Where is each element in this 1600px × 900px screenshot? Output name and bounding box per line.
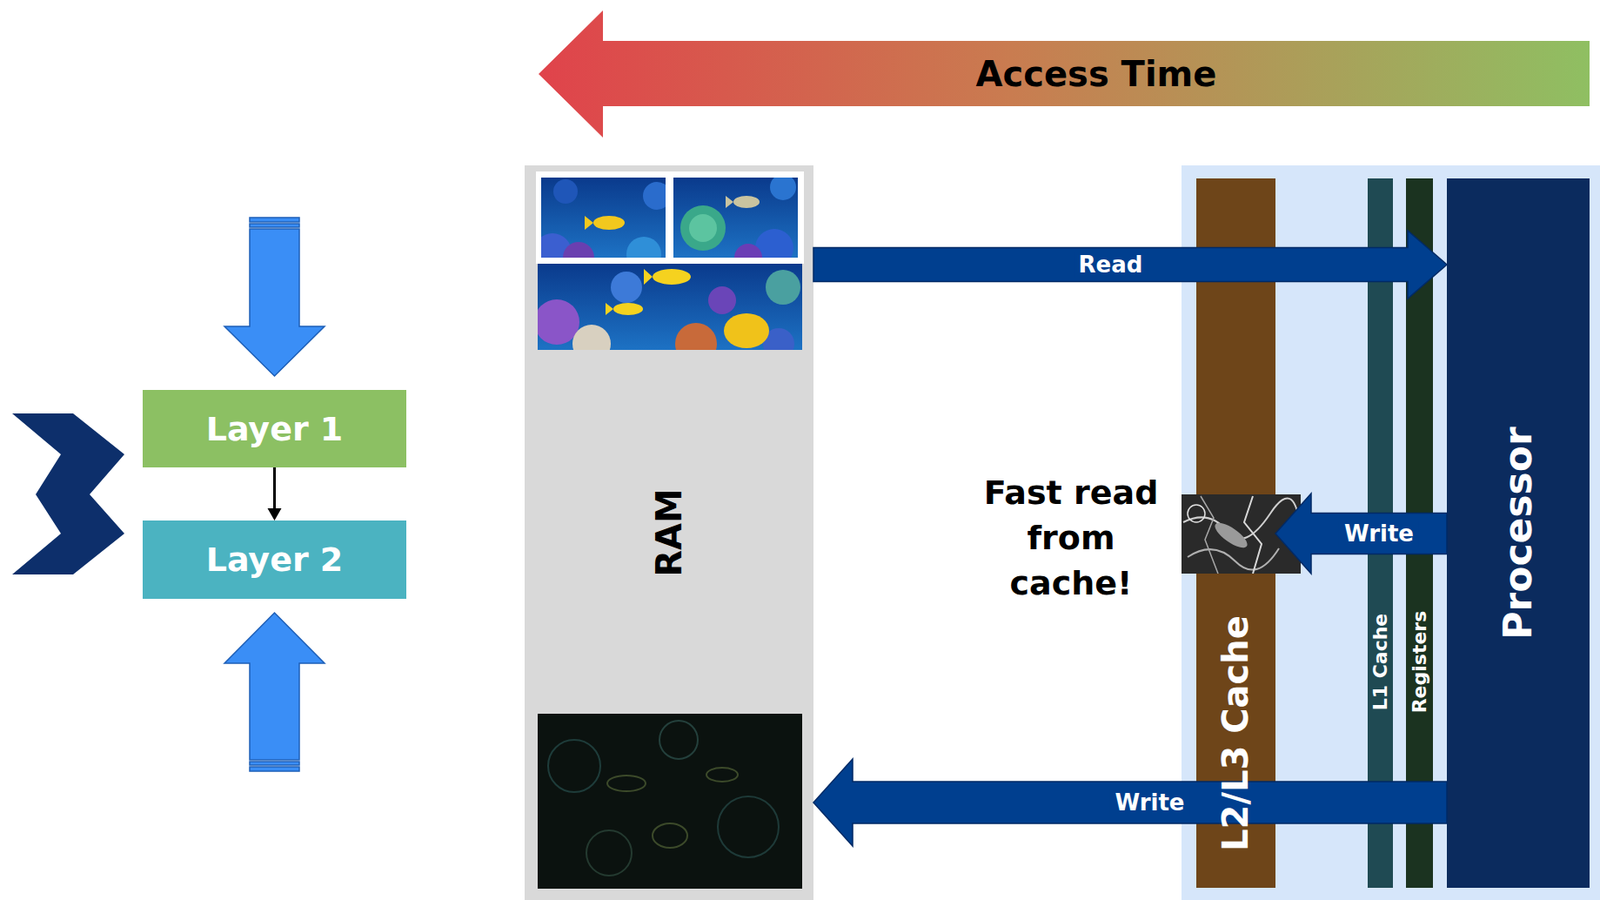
connector-path — [813, 230, 1447, 299]
processor-region — [1181, 165, 1600, 900]
callout-note: Fast read from cache! — [966, 469, 1176, 606]
node-label: Access Time — [976, 56, 1218, 92]
connector-arrow — [267, 467, 282, 521]
layer-box: Layer 2 — [142, 520, 407, 599]
node-label: L2/L3 Cache — [1218, 615, 1254, 851]
arrow-label: Write — [1109, 789, 1190, 816]
cache-image — [1181, 494, 1301, 574]
access-time-arrow: Access Time — [538, 10, 1590, 138]
node-label: RAM — [651, 488, 687, 577]
arrow-label: Write — [1338, 520, 1420, 547]
logo-chevron — [12, 413, 125, 575]
note-holder: Fast read from cache! — [966, 469, 1176, 606]
input-arrow-down — [224, 217, 325, 376]
connector-arrow — [813, 230, 1447, 299]
arrow-label-holder: Write — [1109, 789, 1190, 816]
arrow-label: Read — [1073, 251, 1149, 278]
node-label: Layer 1 — [206, 412, 344, 446]
node-label: Processor — [1499, 426, 1538, 639]
connector-path — [267, 467, 282, 521]
processor-bar: Processor — [1446, 178, 1590, 888]
node-label: Registers — [1410, 609, 1430, 713]
connector-path — [813, 758, 1447, 846]
input-image — [533, 171, 804, 365]
connector-arrow — [1275, 493, 1447, 574]
arrow-label-holder: Write — [1338, 520, 1420, 547]
arrow-label-holder: Read — [1073, 251, 1149, 278]
output-image — [537, 713, 803, 889]
arrow-shape — [538, 10, 1590, 138]
connector-arrow — [813, 758, 1447, 846]
layer-box: Layer 1 — [142, 389, 407, 468]
connector-path — [1275, 493, 1447, 574]
input-arrow-up — [224, 612, 325, 771]
node-label: Layer 2 — [206, 542, 344, 576]
memory-panel: RAM — [524, 165, 814, 900]
node-label: L1 Cache — [1371, 612, 1391, 710]
cache-bar: L2/L3 Cache — [1196, 178, 1276, 888]
